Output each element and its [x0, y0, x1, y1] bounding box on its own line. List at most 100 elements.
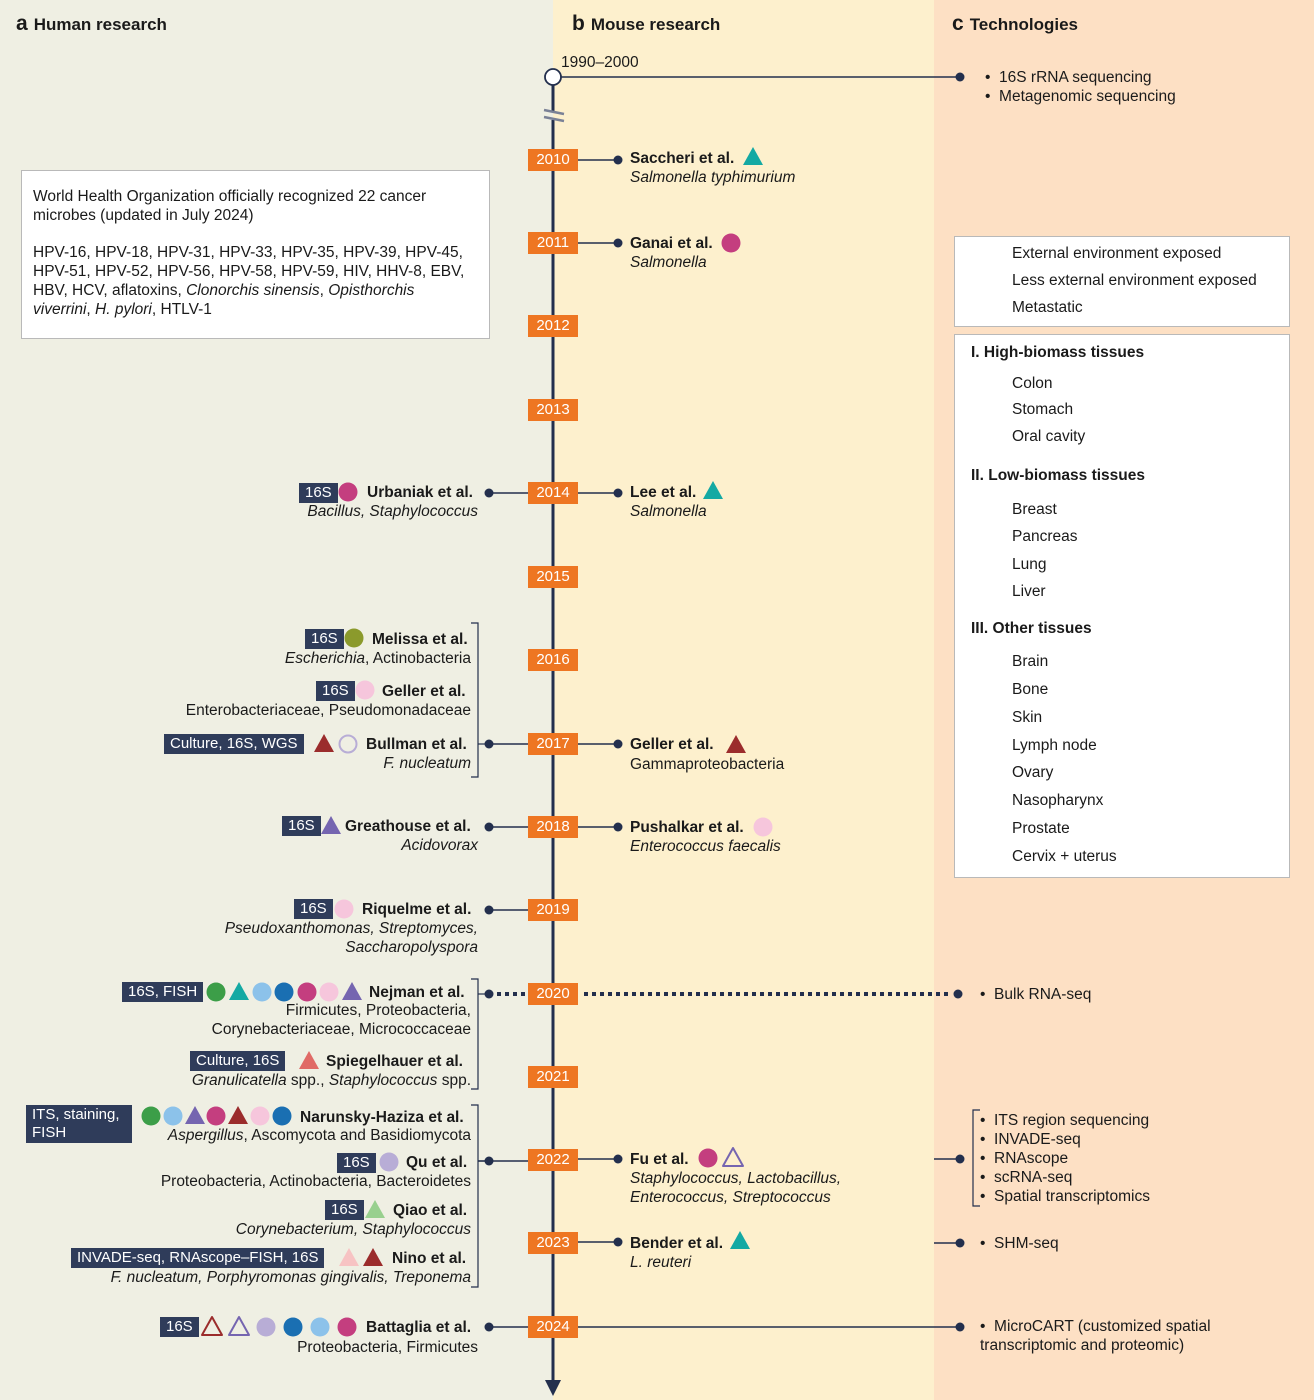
lung-triangle-icon [342, 982, 362, 1000]
study-taxa: Firmicutes, Proteobacteria, [285, 1002, 471, 1019]
study-author: Qu et al. [406, 1154, 468, 1171]
legend-label: Lung [1012, 556, 1047, 573]
legend-label: Less external environment exposed [1012, 272, 1257, 289]
connector-dot [484, 1156, 494, 1166]
legend-label: Nasopharynx [1012, 792, 1104, 809]
study-author: Melissa et al. [372, 631, 468, 648]
tech-item: • scRNA-seq [980, 1169, 1073, 1186]
method-tag: 16S [316, 681, 355, 701]
who-line1: World Health Organization officially rec… [33, 188, 427, 205]
tech-item: • Spatial transcriptomics [980, 1188, 1150, 1205]
legend-label: Skin [1012, 709, 1043, 726]
study-taxa: Escherichia, Actinobacteria [284, 650, 471, 667]
study-author: Nino et al. [392, 1250, 467, 1267]
colon-triangle-icon [726, 735, 746, 753]
connector-dot [484, 739, 494, 749]
connector-dot [953, 989, 963, 999]
shape-key-legend [954, 236, 1290, 327]
legend-label: Prostate [1012, 820, 1070, 837]
legend-label: Liver [1012, 583, 1046, 600]
legend-label: Metastatic [1012, 299, 1083, 316]
legend-label: Bone [1012, 681, 1049, 698]
stomach-triangle-icon [299, 1051, 319, 1069]
tech-item: • RNAscope [980, 1150, 1069, 1167]
method-tag: 16S [299, 483, 338, 503]
year-badge: 2024 [528, 1316, 578, 1338]
breast-circle-icon [337, 1317, 357, 1337]
mouse-study-taxa: Salmonella [630, 503, 707, 520]
mouse-study-taxa: Gammaproteobacteria [630, 756, 785, 773]
study-taxa: Proteobacteria, Firmicutes [297, 1339, 478, 1356]
timeline-arrow-icon [545, 1380, 561, 1396]
tech-item: • 16S rRNA sequencing [985, 69, 1152, 86]
pancreas-circle-icon [334, 899, 354, 919]
method-tag: Culture, 16S, WGS [164, 734, 304, 754]
mouse-study-taxa: Salmonella [630, 254, 707, 271]
study-author: Nejman et al. [369, 984, 465, 1001]
method-tag: ITS, staining, FISH [26, 1105, 132, 1143]
mouse-study-author: Lee et al. [630, 484, 697, 501]
ovary-circle-icon [141, 1106, 161, 1126]
year-badge: 2016 [528, 649, 578, 671]
study-author: Urbaniak et al. [367, 484, 473, 501]
year-badge: 2022 [528, 1149, 578, 1171]
skin-triangle-icon [229, 982, 249, 1000]
study-taxa: Pseudoxanthomonas, Streptomyces, [224, 920, 478, 937]
year-badge: 2011 [528, 232, 578, 254]
study-taxa: F. nucleatum, Porphyromonas gingivalis, … [110, 1269, 471, 1286]
connector-dot [613, 238, 623, 248]
connector-dot [484, 905, 494, 915]
method-tag: 16S [337, 1153, 376, 1173]
study-author: Riquelme et al. [362, 901, 472, 918]
ovary-circle-icon [206, 982, 226, 1002]
connector-dot [955, 1322, 965, 1332]
liver-circle-icon [379, 1152, 399, 1172]
who-list1: HPV-16, HPV-18, HPV-31, HPV-33, HPV-35, … [33, 244, 463, 261]
lung-triangle-icon [185, 1106, 205, 1124]
connector-dot [613, 739, 623, 749]
legend-group-title: III. Other tissues [971, 620, 1092, 637]
method-tag: 16S [160, 1317, 199, 1337]
bracket-line [471, 978, 479, 1090]
connector-dot [613, 822, 623, 832]
brain-circle-icon [272, 1106, 292, 1126]
connector-dot [484, 989, 494, 999]
colon-triangle-icon [363, 1248, 383, 1266]
study-author: Bullman et al. [366, 736, 467, 753]
connector-dot [955, 72, 965, 82]
method-tag: 16S, FISH [122, 982, 204, 1002]
mouse-study-taxa: Enterococcus faecalis [630, 838, 781, 855]
connector-dot [613, 488, 623, 498]
mouse-study-taxa: Enterococcus, Streptococcus [630, 1189, 831, 1206]
method-tag: 16S [282, 816, 321, 836]
mouse-study-author: Saccheri et al. [630, 150, 735, 167]
year-badge: 2015 [528, 566, 578, 588]
who-list2: HPV-51, HPV-52, HPV-56, HPV-58, HPV-59, … [33, 263, 465, 280]
lung-triangle-icon [228, 1316, 250, 1336]
start-circle [544, 68, 562, 86]
study-taxa: Proteobacteria, Actinobacteria, Bacteroi… [160, 1173, 471, 1190]
method-tag: Culture, 16S [190, 1051, 286, 1071]
lung-triangle-icon [722, 1147, 744, 1167]
bracket-line [972, 1109, 980, 1207]
legend-label: Oral cavity [1012, 428, 1086, 445]
tech-item: • ITS region sequencing [980, 1112, 1150, 1129]
breast-circle-icon [297, 982, 317, 1002]
pancreas-circle-icon [319, 982, 339, 1002]
liver-circle-icon [338, 734, 358, 754]
study-taxa: Acidovorax [401, 837, 478, 854]
tech-item: transcriptomic and proteomic) [980, 1337, 1185, 1354]
pancreas-circle-icon [753, 817, 773, 837]
brain-circle-icon [274, 982, 294, 1002]
tech-item: • Bulk RNA-seq [980, 986, 1092, 1003]
legend-label: External environment exposed [1012, 245, 1222, 262]
study-taxa: Bacillus, Staphylococcus [307, 503, 478, 520]
year-badge: 2012 [528, 315, 578, 337]
study-taxa: Corynebacterium, Staphylococcus [235, 1221, 471, 1238]
skin-triangle-icon [703, 481, 723, 499]
connector-dot [484, 1322, 494, 1332]
tech-item: • MicroCART (customized spatial [980, 1318, 1211, 1335]
legend-group-title: II. Low-biomass tissues [971, 467, 1145, 484]
